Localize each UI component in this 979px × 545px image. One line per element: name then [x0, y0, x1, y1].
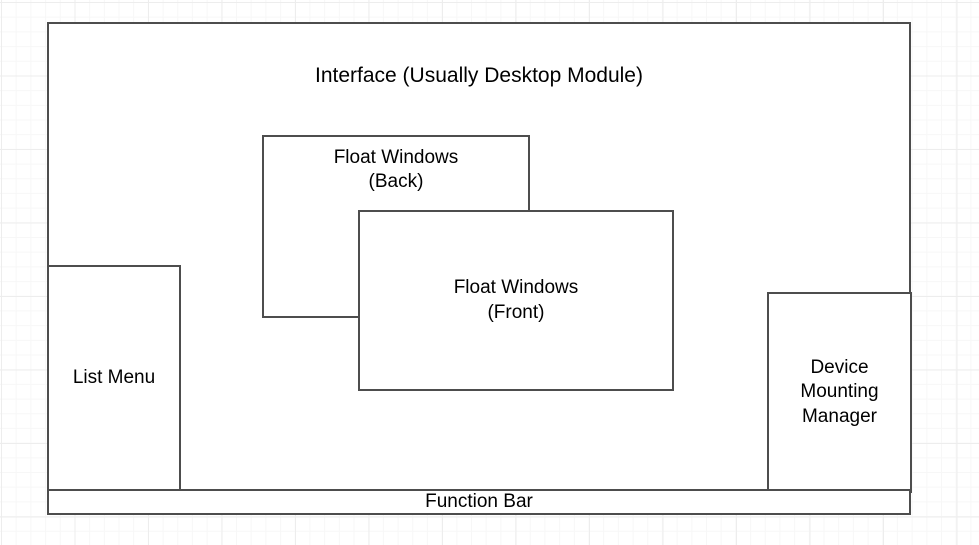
function-bar[interactable]: Function Bar [47, 489, 911, 515]
function-bar-label: Function Bar [425, 490, 533, 512]
interface-title-label: Interface (Usually Desktop Module) [315, 64, 643, 87]
float-window-front[interactable]: Float Windows (Front) [358, 210, 674, 391]
list-menu-panel[interactable]: List Menu [47, 265, 181, 491]
list-menu-label: List Menu [72, 366, 156, 388]
device-mounting-manager-panel[interactable]: Device Mounting Manager [767, 292, 912, 493]
float-window-back-label: Float Windows (Back) [333, 147, 459, 193]
float-window-front-label: Float Windows (Front) [453, 277, 579, 323]
device-mounting-manager-label: Device Mounting Manager [800, 357, 879, 427]
